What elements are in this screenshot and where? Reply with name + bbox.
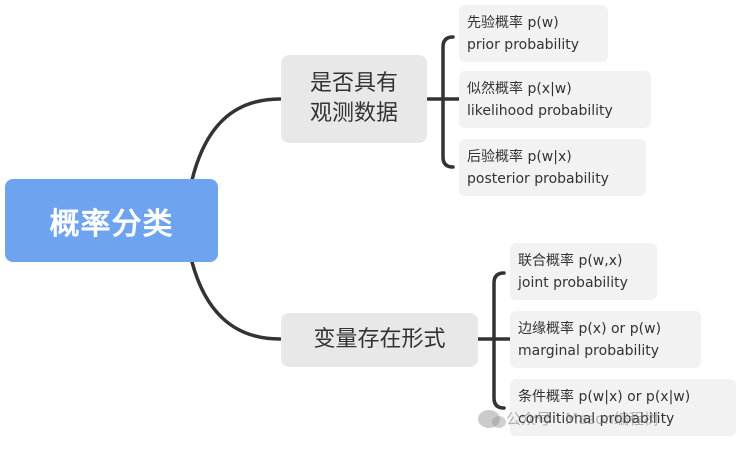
- leaf-marginal-probability: 边缘概率 p(x) or p(w) marginal probability: [510, 311, 701, 368]
- branch-observed-label-line2: 观测数据: [309, 101, 398, 126]
- leaf-marginal-title: 边缘概率 p(x) or p(w): [518, 320, 662, 337]
- root-node-probability-classification: 概率分类: [5, 179, 218, 262]
- branch-node-variable-form: 变量存在形式: [281, 313, 478, 367]
- leaf-prior-title: 先验概率 p(w): [467, 14, 559, 31]
- wechat-icon: [478, 409, 506, 428]
- leaf-conditional-subtitle: conditional probability: [518, 410, 675, 427]
- leaf-prior-probability: 先验概率 p(w) prior probability: [459, 5, 608, 62]
- root-to-branch-variable-line: [190, 260, 282, 341]
- root-to-branch-observed-line: [190, 97, 282, 182]
- leaf-joint-probability: 联合概率 p(w,x) joint probability: [510, 243, 657, 300]
- branch-node-observed-data: 是否具有 观测数据: [281, 55, 427, 143]
- root-label: 概率分类: [49, 206, 174, 242]
- branch-observed-bracket: [441, 35, 455, 169]
- leaf-marginal-subtitle: marginal probability: [518, 342, 659, 359]
- leaf-likelihood-title: 似然概率 p(x|w): [467, 80, 572, 97]
- watermark: 公众号 · Mason编程树: [478, 408, 659, 429]
- leaf-likelihood-subtitle: likelihood probability: [467, 102, 613, 119]
- leaf-posterior-probability: 后验概率 p(w|x) posterior probability: [459, 139, 646, 196]
- leaf-conditional-title: 条件概率 p(w|x) or p(x|w): [518, 388, 691, 405]
- leaf-posterior-subtitle: posterior probability: [467, 170, 609, 187]
- leaf-posterior-title: 后验概率 p(w|x): [467, 148, 572, 165]
- watermark-text: 公众号 · Mason编程树: [506, 410, 659, 428]
- leaf-joint-title: 联合概率 p(w,x): [518, 252, 623, 269]
- branch-variable-label: 变量存在形式: [313, 327, 446, 352]
- branch-observed-label-line1: 是否具有: [309, 71, 398, 96]
- leaf-joint-subtitle: joint probability: [518, 274, 628, 291]
- leaf-likelihood-probability: 似然概率 p(x|w) likelihood probability: [459, 71, 651, 128]
- leaf-conditional-probability: 条件概率 p(w|x) or p(x|w) conditional probab…: [510, 379, 736, 436]
- leaf-prior-subtitle: prior probability: [467, 36, 579, 53]
